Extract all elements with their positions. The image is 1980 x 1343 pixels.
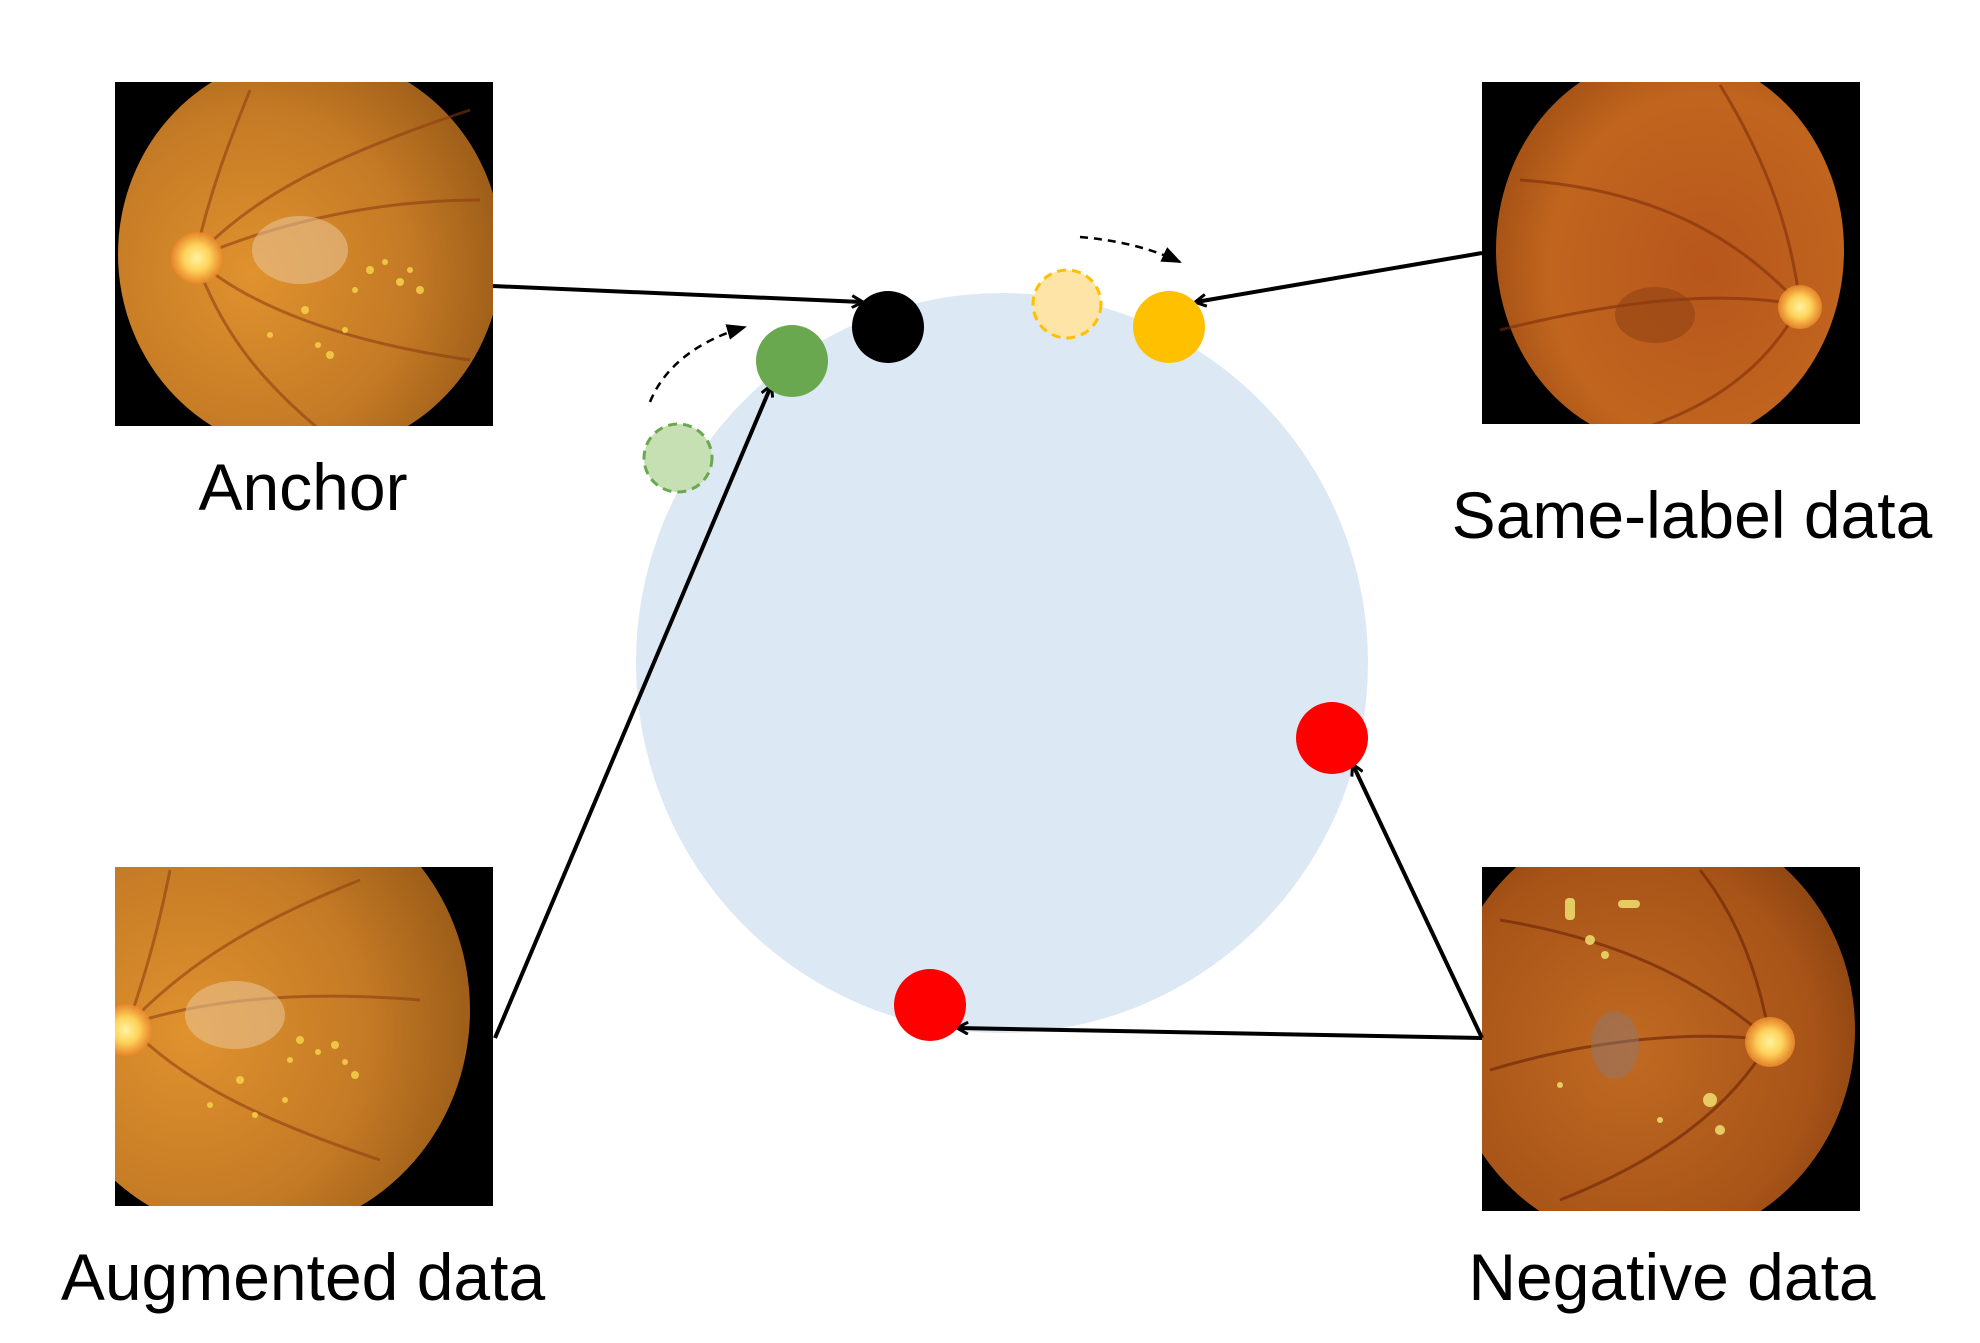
augmented-motion-arrow bbox=[648, 324, 747, 403]
augmented-arrow bbox=[493, 386, 771, 1039]
negative-arrow-lower bbox=[958, 1028, 1483, 1040]
anchor-arrow bbox=[492, 284, 862, 302]
anchor-label: Anchor bbox=[198, 450, 407, 524]
anchor-point bbox=[852, 291, 924, 363]
negative-label: Negative data bbox=[1468, 1240, 1876, 1314]
same-label-label: Same-label data bbox=[1452, 478, 1933, 552]
negative-fundus-image bbox=[1482, 867, 1860, 1211]
negative-arrow-upper bbox=[1353, 765, 1484, 1039]
embedding-space bbox=[636, 293, 1368, 1033]
same-label-arrow bbox=[1196, 251, 1483, 302]
same-label-point-previous bbox=[1031, 268, 1103, 340]
same-label-point bbox=[1133, 291, 1205, 363]
anchor-fundus-image bbox=[115, 82, 493, 426]
negative-point-lower bbox=[894, 969, 966, 1041]
same-label-motion-arrow bbox=[1079, 235, 1182, 264]
augmented-fundus-image bbox=[115, 867, 493, 1206]
same-label-fundus-image bbox=[1482, 82, 1860, 424]
negative-point-upper bbox=[1296, 702, 1368, 774]
augmented-point bbox=[756, 325, 828, 397]
augmented-point-previous bbox=[642, 422, 714, 494]
augmented-label: Augmented data bbox=[61, 1240, 546, 1314]
